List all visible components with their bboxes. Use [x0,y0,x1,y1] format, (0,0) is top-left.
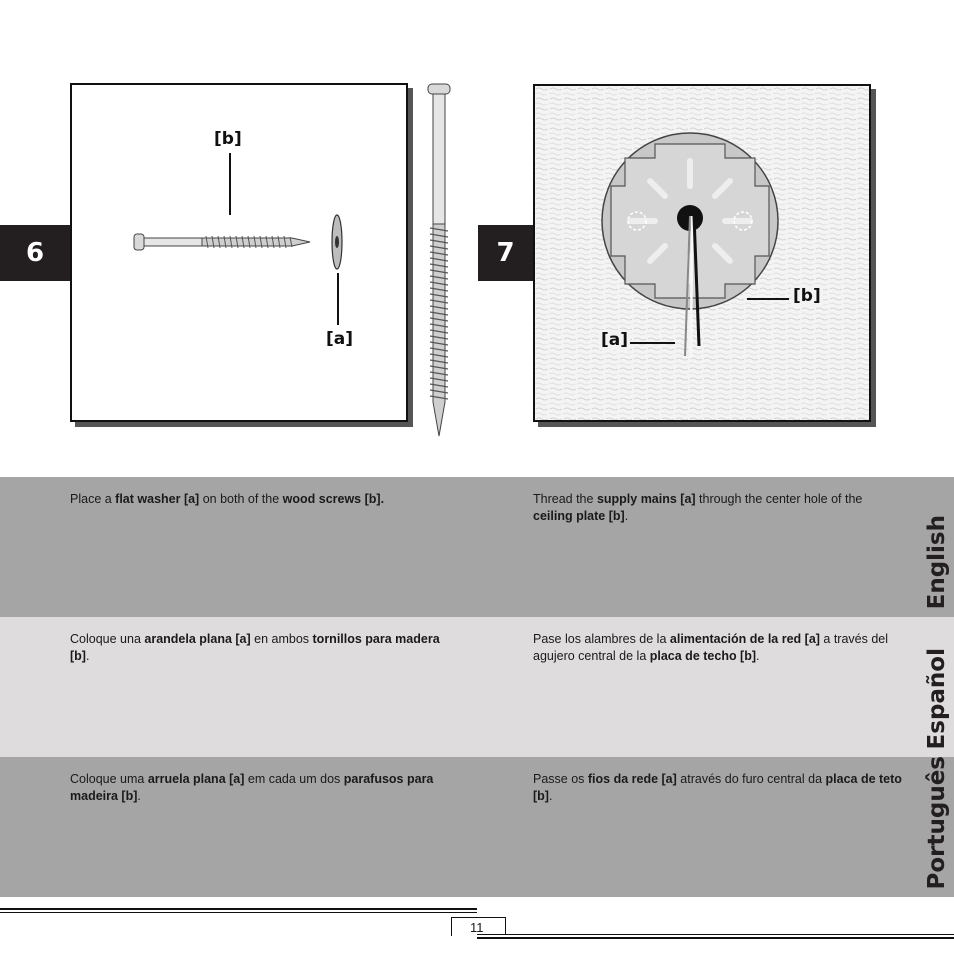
footer-rule-left-thin [0,912,477,913]
step6-figure-panel: [b] [a] [70,83,408,422]
wood-screw-illustration [133,233,311,251]
language-label-spanish: Español [924,647,950,749]
callout-line-a [337,273,339,325]
section-english: Place a flat washer [a] on both of the w… [0,477,954,617]
step6-callout-b: [b] [214,129,242,149]
step7-callout-line-b [747,298,789,300]
footer-rule-left-thick [0,908,477,910]
page-number-box-corner [505,917,506,935]
step7-callout-line-a [627,342,675,344]
step6-number-badge: 6 [0,225,70,281]
section-portuguese: Coloque uma arruela plana [a] em cada um… [0,755,954,897]
supply-mains-wires [684,215,701,359]
step7-callout-b: [b] [791,286,823,306]
wood-screw-vertical-illustration [427,83,451,437]
callout-line-b [229,153,231,215]
step6-instruction: Coloque uma arruela plana [a] em cada um… [70,772,434,803]
footer-rule-right-thick [477,937,954,939]
step6-instruction: Place a flat washer [a] on both of the w… [70,492,385,506]
ceiling-plate-illustration [601,132,779,310]
step6-callout-a: [a] [326,329,354,349]
step7-instruction: Pase los alambres de la alimentación de … [533,632,889,663]
step6-instruction: Coloque una arandela plana [a] en ambos … [70,632,440,663]
language-label-english: English [924,514,950,609]
language-label-portuguese: Português [924,755,950,890]
step7-number-badge: 7 [478,225,533,281]
step7-instruction: Passe os fios da rede [a] através do fur… [533,772,902,803]
step7-callout-a: [a] [599,330,631,350]
step7-figure-panel: [b] [a] [533,84,871,422]
section-spanish: Coloque una arandela plana [a] en ambos … [0,617,954,757]
page-number: 11 [470,920,484,935]
flat-washer-illustration [331,214,343,270]
step7-instruction: Thread the supply mains [a] through the … [533,492,863,523]
footer-rule-right-thin [477,934,954,935]
page-number-box: 11 [451,917,506,936]
